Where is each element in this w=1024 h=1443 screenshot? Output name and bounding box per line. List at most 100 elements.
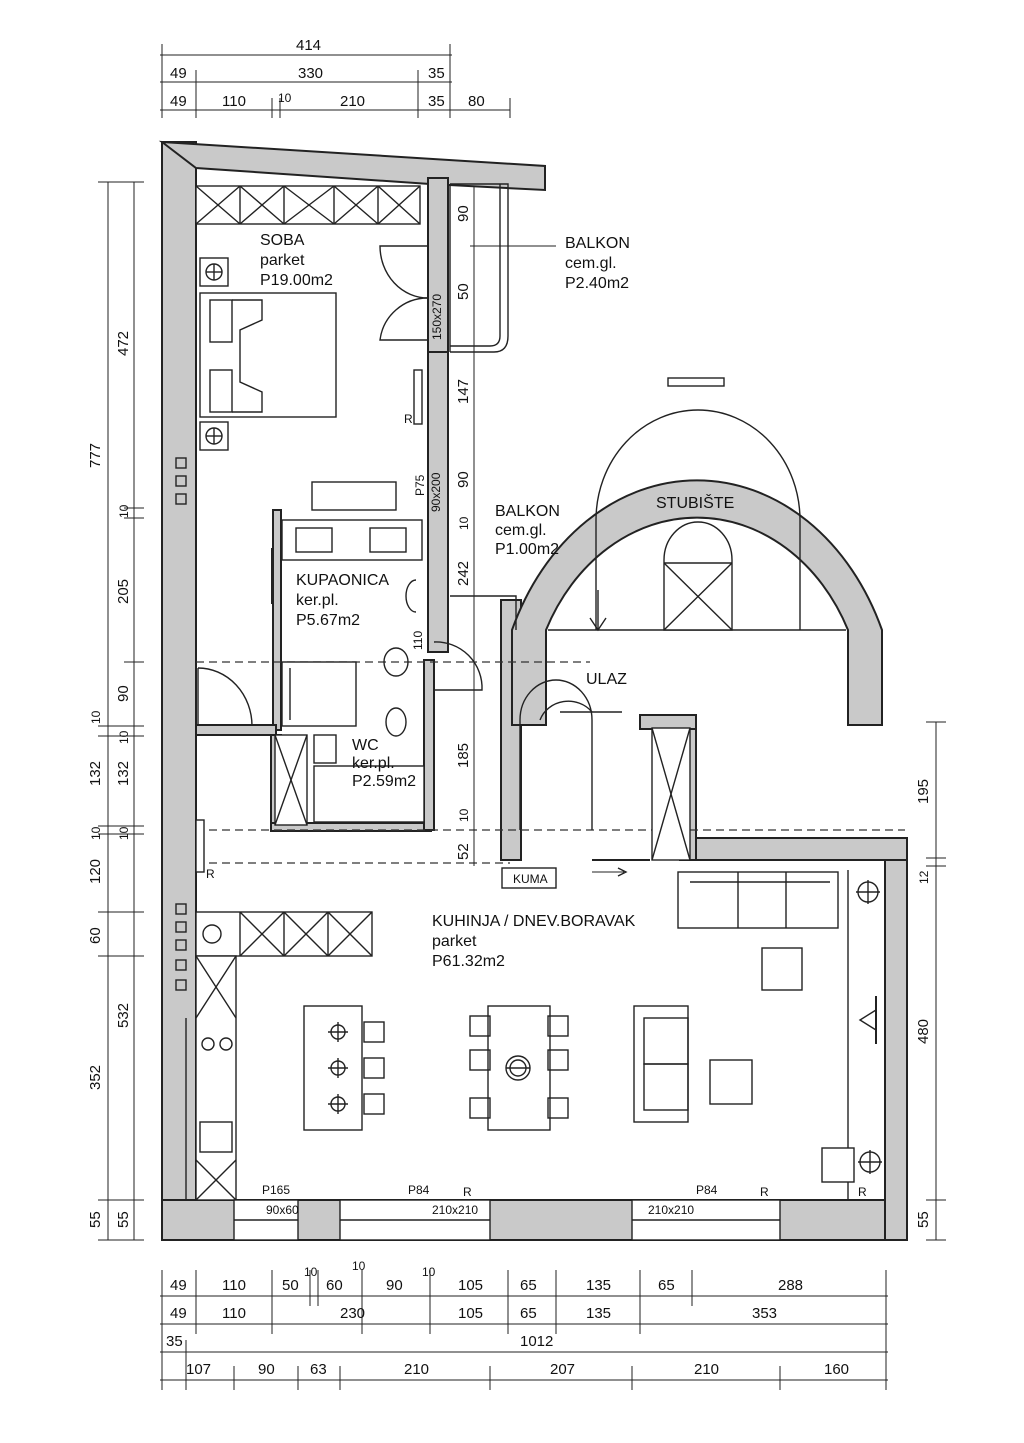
dim-top: 35 (428, 93, 445, 110)
dim-bottom: 49 (170, 1277, 187, 1294)
dim-bottom: 135 (586, 1277, 611, 1294)
dim-top: 49 (170, 93, 187, 110)
room-area-balkon1: P2.40m2 (565, 275, 629, 292)
walls (158, 140, 908, 1241)
dim-left: 132 (87, 761, 104, 786)
door-bath-size: 90x200 (429, 472, 443, 512)
dim-bottom: 10 (422, 1265, 436, 1279)
dim-bottom: 10 (304, 1265, 318, 1279)
light-icon (328, 1058, 348, 1078)
radiator-label: R (206, 867, 215, 881)
dim-bottom: 288 (778, 1277, 803, 1294)
dim-bottom: 65 (520, 1305, 537, 1322)
room-area-balkon2: P1.00m2 (495, 541, 559, 558)
dim-left: 132 (115, 761, 132, 786)
dim-bottom: 353 (752, 1305, 777, 1322)
room-area-wc: P2.59m2 (352, 773, 416, 790)
dim-left: 120 (87, 859, 104, 884)
dashed-lines (196, 661, 905, 864)
dim-mid: 10 (457, 516, 471, 530)
bathroom: KUPAONICA ker.pl. P5.67m2 (271, 519, 423, 727)
window-p84-size: 210x210 (648, 1203, 694, 1217)
radiator-label: R (760, 1185, 769, 1199)
window-p84-label: P84 (696, 1183, 718, 1197)
dim-left: 55 (87, 1211, 104, 1228)
dim-top: 10 (278, 91, 292, 105)
wc: WC ker.pl. P2.59m2 110 (197, 631, 483, 826)
dim-left: 472 (115, 331, 132, 356)
dim-bottom: 110 (222, 1277, 246, 1294)
dim-bottom: 160 (824, 1361, 849, 1378)
room-floor-balkon2: cem.gl. (495, 522, 547, 539)
room-floor-kupaonica: ker.pl. (296, 592, 339, 609)
dim-mid: 185 (455, 743, 472, 768)
living-kitchen: R KUHINJA / DNEV.BORAVAK parket P61.32m2… (175, 457, 882, 1201)
dim-left: 60 (87, 927, 104, 944)
dim-bottom: 110 (222, 1305, 246, 1322)
dim-top: 330 (298, 65, 323, 82)
lamp-icon (858, 1150, 882, 1174)
dim-bottom: 135 (586, 1305, 611, 1322)
dim-bottom: 10 (352, 1259, 366, 1273)
balcony-2: BALKON cem.gl. P1.00m2 P75 90x200 (413, 472, 560, 630)
dim-bottom: 1012 (520, 1333, 553, 1350)
dim-mid: 52 (455, 843, 472, 860)
dim-left: 777 (87, 443, 104, 468)
dim-bottom: 35 (166, 1333, 183, 1350)
room-name-kupaonica: KUPAONICA (296, 572, 389, 589)
dim-bottom: 107 (186, 1361, 211, 1378)
light-icon (328, 1094, 348, 1114)
dim-bottom: 50 (282, 1277, 299, 1294)
dim-bottom: 105 (458, 1277, 483, 1294)
radiator-label: R (858, 1185, 867, 1199)
dim-left: 532 (115, 1003, 132, 1028)
room-name-soba: SOBA (260, 232, 305, 249)
room-area-kupaonica: P5.67m2 (296, 612, 360, 629)
entrance: ULAZ KUMA (501, 671, 691, 889)
window-p165-label: P165 (262, 1183, 290, 1197)
dim-right: 480 (915, 1019, 932, 1044)
dim-mid: 50 (455, 283, 472, 300)
dim-left: 55 (115, 1211, 132, 1228)
dim-bottom: 65 (520, 1277, 537, 1294)
room-floor-soba: parket (260, 252, 305, 269)
window-p165-size: 90x60 (266, 1203, 299, 1217)
dim-bottom: 230 (340, 1305, 365, 1322)
dim-bottom: 65 (658, 1277, 675, 1294)
radiator-label: R (404, 412, 413, 426)
room-area-soba: P19.00m2 (260, 272, 333, 289)
dim-bottom: 60 (326, 1277, 343, 1294)
dim-top: 210 (340, 93, 365, 110)
dim-left: 352 (87, 1065, 104, 1090)
dim-right: 12 (917, 870, 931, 884)
door-size-soba: 150x270 (430, 294, 444, 340)
dim-top: 49 (170, 65, 187, 82)
room-name-wc: WC (352, 737, 379, 754)
dim-right: 195 (915, 779, 932, 804)
dim-bottom: 63 (310, 1361, 327, 1378)
dim-top: 80 (468, 93, 485, 110)
dim-left: 205 (115, 579, 132, 604)
dim-left: 10 (117, 826, 131, 840)
room-floor-balkon1: cem.gl. (565, 255, 617, 272)
dim-bottom: 90 (258, 1361, 275, 1378)
window-p84-size: 210x210 (432, 1203, 478, 1217)
dim-top: 414 (296, 37, 321, 54)
dim-bottom: 105 (458, 1305, 483, 1322)
staircase: STUBIŠTE (548, 377, 846, 632)
bedroom: R SOBA parket P19.00m2 (195, 185, 429, 511)
dim-bottom: 210 (404, 1361, 429, 1378)
lamp-icon (856, 880, 880, 904)
room-name-balkon1: BALKON (565, 235, 630, 252)
dim-mid: 90 (455, 205, 472, 222)
ac-label: KUMA (513, 872, 548, 886)
room-area-kuhinja: P61.32m2 (432, 953, 505, 970)
dim-left: 10 (89, 710, 103, 724)
windows: P165 90x60 P84 210x210 R P84 210x210 R (233, 1183, 781, 1241)
room-name-balkon2: BALKON (495, 503, 560, 520)
door-p75-label: P75 (413, 474, 427, 496)
dim-left: 10 (117, 504, 131, 518)
balcony-1: BALKON cem.gl. P2.40m2 150x270 (430, 183, 630, 353)
dim-top: 35 (428, 65, 445, 82)
lamp-icon (199, 421, 229, 451)
